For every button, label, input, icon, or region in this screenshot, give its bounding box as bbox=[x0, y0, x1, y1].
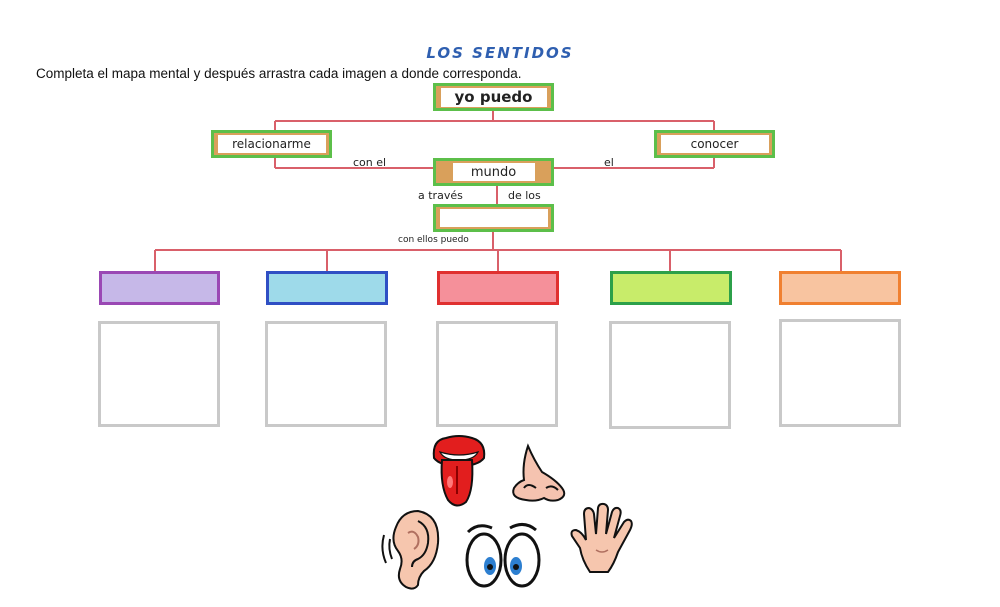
sense-box-blue[interactable] bbox=[266, 271, 388, 305]
hand-image[interactable] bbox=[568, 500, 636, 576]
instructions-text: Completa el mapa mental y después arrast… bbox=[36, 66, 522, 81]
senses-input-box bbox=[433, 204, 554, 232]
drop-zone-1[interactable] bbox=[98, 321, 220, 427]
root-box: yo puedo bbox=[433, 83, 554, 111]
drop-zone-2[interactable] bbox=[265, 321, 387, 427]
connector-de-los: de los bbox=[508, 189, 541, 202]
nose-image[interactable] bbox=[506, 442, 572, 504]
senses-input[interactable] bbox=[439, 209, 548, 227]
connector-con-ellos-puedo: con ellos puedo bbox=[398, 235, 469, 245]
mundo-box: mundo bbox=[433, 158, 554, 186]
page-title: LOS SENTIDOS bbox=[426, 44, 574, 62]
sense-box-purple[interactable] bbox=[99, 271, 220, 305]
drop-zone-4[interactable] bbox=[609, 321, 731, 429]
root-label: yo puedo bbox=[440, 87, 547, 107]
relacionarme-box: relacionarme bbox=[211, 130, 332, 158]
conocer-box: conocer bbox=[654, 130, 775, 158]
connector-a-traves: a través bbox=[418, 189, 463, 202]
ear-image[interactable] bbox=[378, 505, 444, 591]
conocer-label: conocer bbox=[660, 135, 769, 153]
connector-el: el bbox=[604, 156, 614, 169]
mouth-tongue-image[interactable] bbox=[428, 432, 490, 510]
relacionarme-label: relacionarme bbox=[217, 135, 326, 153]
mundo-label: mundo bbox=[452, 163, 535, 181]
sense-box-red[interactable] bbox=[437, 271, 559, 305]
connector-con-el: con el bbox=[353, 156, 387, 169]
drop-zone-5[interactable] bbox=[779, 319, 901, 427]
eyes-image[interactable] bbox=[462, 518, 544, 590]
sense-box-green[interactable] bbox=[610, 271, 732, 305]
sense-box-orange[interactable] bbox=[779, 271, 901, 305]
drop-zone-3[interactable] bbox=[436, 321, 558, 427]
